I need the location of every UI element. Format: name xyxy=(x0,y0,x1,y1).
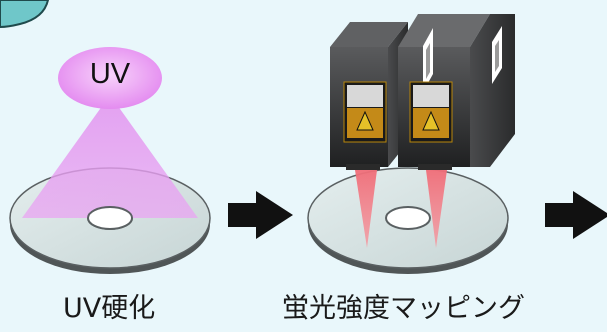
step-label-uv-curing: UV硬化 xyxy=(63,293,156,324)
step-label-fluorescence-mapping: 蛍光強度マッピング xyxy=(282,293,525,324)
disc-icon-right xyxy=(307,167,509,274)
laser-beam-2 xyxy=(426,170,447,248)
right-arrow-icon xyxy=(228,191,293,239)
uv-beam xyxy=(22,95,198,218)
fluorescence-sensor-icon xyxy=(330,14,515,170)
corner-badge xyxy=(0,0,50,29)
right-arrow-icon-2 xyxy=(545,191,607,239)
disc-hole-left xyxy=(87,206,133,230)
laser-beam-1 xyxy=(355,170,377,248)
uv-lamp-icon xyxy=(58,47,162,109)
uv-label: UV xyxy=(89,58,131,90)
